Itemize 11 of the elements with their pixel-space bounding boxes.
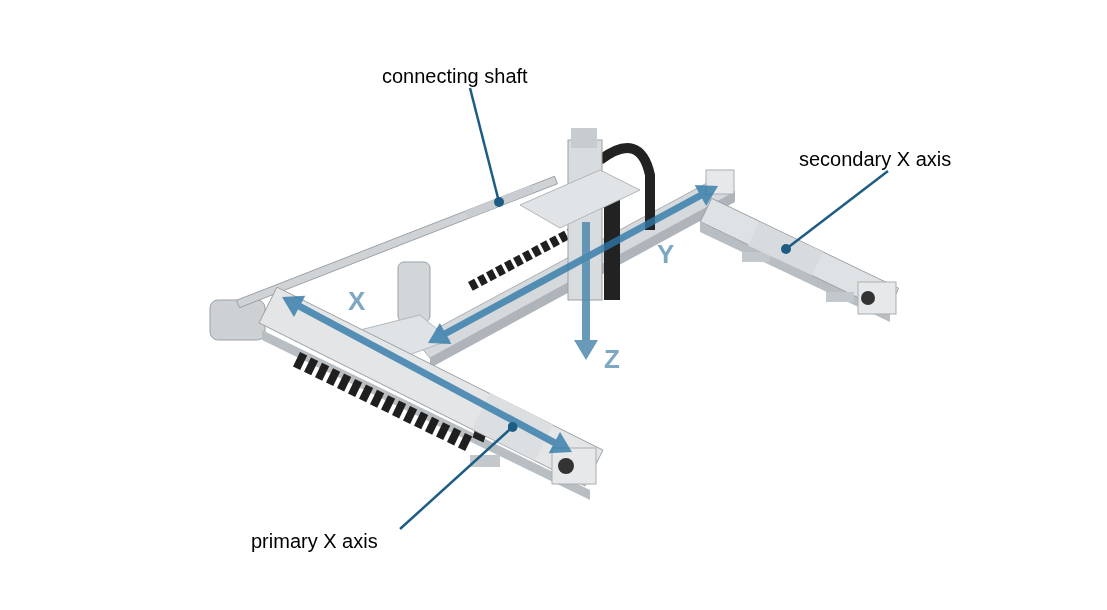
leader-line: [468, 87, 504, 207]
callout-label: primary X axis: [251, 529, 378, 553]
callout-label: connecting shaft: [382, 64, 528, 88]
leader-line: [399, 422, 518, 530]
axis-label: Y: [657, 240, 675, 268]
shaft-part: [464, 185, 534, 219]
axis-label: Z: [604, 345, 620, 373]
axis-label: X: [348, 287, 366, 315]
leader-line: [781, 170, 889, 254]
axis-beam: [748, 222, 824, 276]
callout-label: secondary X axis: [799, 147, 952, 171]
